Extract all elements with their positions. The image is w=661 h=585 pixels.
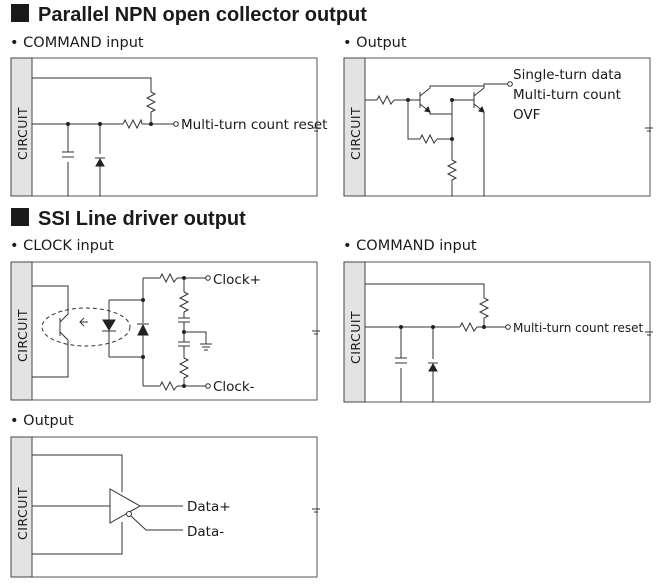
clock-plus-label: Clock+	[213, 272, 261, 288]
terminal-icon	[507, 81, 513, 87]
npn-command-terminal-label: Multi-turn count reset	[181, 117, 327, 133]
npn-command-diagram: • COMMAND input CIRCUIT Multi-turn count…	[10, 35, 327, 197]
ground-icon	[312, 127, 320, 132]
ssi-output-frame	[10, 436, 318, 578]
terminal-icon	[505, 324, 511, 330]
diode-icon	[137, 323, 149, 336]
capacitor-icon	[62, 151, 74, 158]
data-plus-label: Data+	[187, 499, 231, 515]
resistor-icon	[122, 118, 143, 130]
section-square-icon	[11, 4, 29, 22]
npn-command-heading: • COMMAND input	[10, 35, 144, 51]
circuit-label: CIRCUIT	[15, 309, 30, 362]
ssi-output-diagram: • Output CIRCUIT Data+ Data-	[10, 413, 320, 578]
circuit-label: CIRCUIT	[15, 107, 30, 160]
circuit-label: CIRCUIT	[15, 487, 30, 540]
section-title-ssi: SSI Line driver output	[38, 208, 246, 230]
resistor-icon	[178, 291, 190, 313]
ssi-clock-diagram: • CLOCK input CIRCUIT	[10, 238, 320, 401]
ground-icon	[312, 330, 320, 335]
ground-icon	[200, 343, 212, 351]
clock-minus-label: Clock-	[213, 379, 255, 395]
npn-output-heading: • Output	[343, 35, 407, 51]
data-minus-label: Data-	[187, 524, 224, 540]
section-square-icon	[11, 208, 29, 226]
circuit-block	[10, 436, 33, 578]
resistor-icon	[145, 91, 157, 113]
section-title-npn: Parallel NPN open collector output	[38, 4, 367, 26]
resistor-icon	[159, 380, 178, 392]
optocoupler-icon	[41, 307, 131, 347]
terminal-icon	[205, 383, 211, 389]
ground-icon	[645, 331, 653, 336]
ssi-clock-frame	[10, 261, 318, 401]
capacitor-icon	[395, 357, 407, 364]
transistor-icon	[473, 87, 485, 113]
terminal-icon	[173, 121, 179, 127]
resistor-icon	[376, 94, 395, 106]
npn-output-label-single-turn: Single-turn data	[513, 67, 622, 83]
ssi-clock-heading: • CLOCK input	[10, 238, 114, 254]
ssi-output-heading: • Output	[10, 413, 74, 429]
resistor-icon	[446, 159, 458, 181]
terminal-icon	[205, 275, 211, 281]
ssi-command-heading: • COMMAND input	[343, 238, 477, 254]
circuit-block	[10, 57, 33, 197]
npn-output-diagram: • Output CIRCUIT	[343, 35, 653, 197]
circuit-block	[343, 57, 366, 197]
npn-output-label-multi-turn: Multi-turn count	[513, 87, 621, 103]
led-icon	[102, 319, 116, 332]
circuit-label: CIRCUIT	[348, 311, 363, 364]
circuit-label: CIRCUIT	[348, 107, 363, 160]
resistor-icon	[178, 357, 190, 379]
ssi-command-diagram: • COMMAND input CIRCUIT Multi-turn count…	[343, 238, 653, 403]
npn-output-label-ovf: OVF	[513, 107, 540, 123]
line-driver-icon	[109, 488, 142, 524]
resistor-icon	[459, 321, 478, 333]
transistor-icon	[419, 87, 431, 113]
circuit-block	[343, 261, 366, 403]
diode-icon	[428, 362, 438, 372]
circuit-block	[10, 261, 33, 401]
diode-icon	[95, 157, 105, 167]
ground-icon	[312, 508, 320, 513]
ssi-command-terminal-label: Multi-turn count reset	[513, 321, 643, 335]
resistor-icon	[478, 297, 490, 319]
ground-icon	[645, 127, 653, 132]
resistor-icon	[159, 272, 178, 284]
